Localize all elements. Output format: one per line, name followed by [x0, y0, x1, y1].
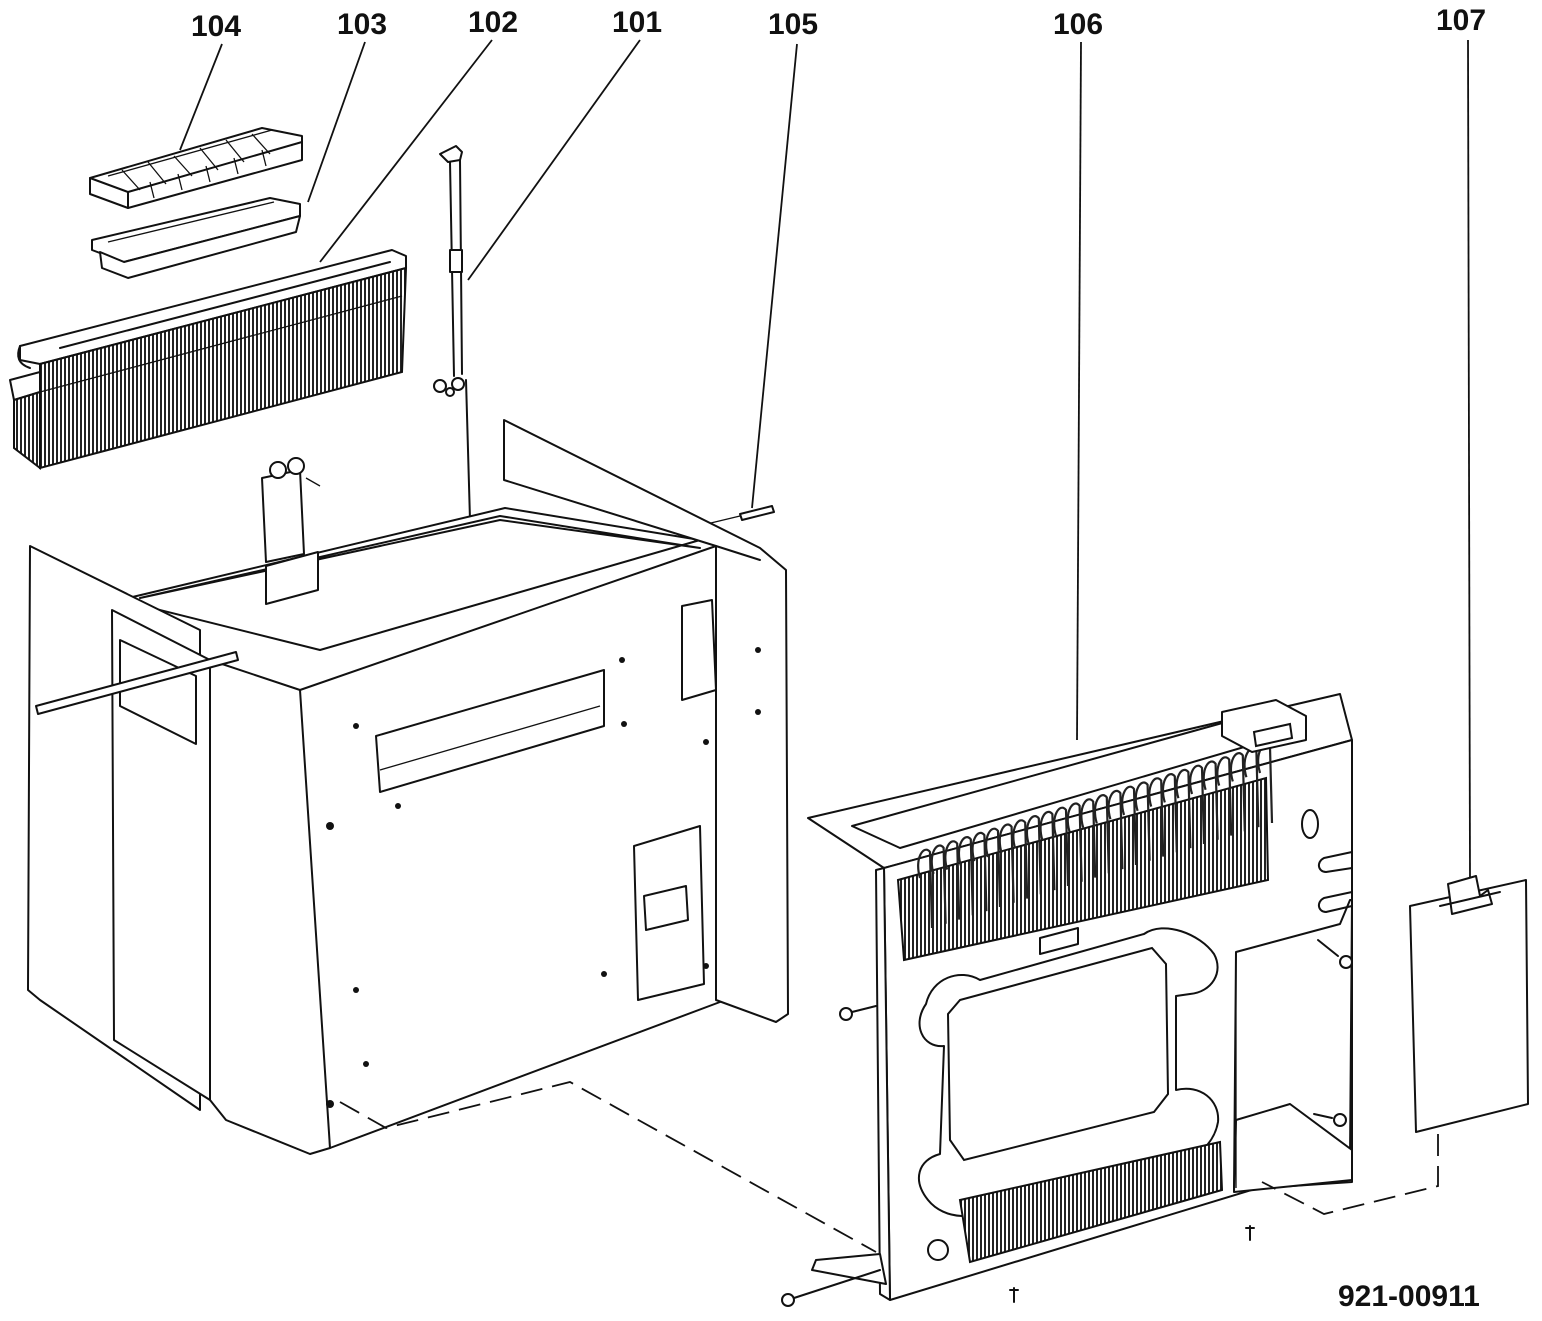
alignment-lines	[339, 1081, 1439, 1253]
leader-lines	[179, 39, 1471, 879]
condenser-fin	[1012, 819, 1029, 899]
ice-tray-104	[89, 127, 303, 209]
document-id: 921-00911	[1338, 1280, 1480, 1313]
condenser-fin	[944, 840, 961, 920]
leader-101	[467, 39, 641, 281]
condenser-fin	[1161, 773, 1178, 853]
condenser-fin	[917, 848, 934, 929]
condenser-fin	[1039, 810, 1056, 891]
callout-106: 106	[1053, 8, 1103, 41]
thermostat-101	[433, 145, 481, 541]
condenser-fin	[957, 836, 974, 916]
leader-106	[1076, 41, 1082, 741]
callout-101: 101	[612, 6, 662, 39]
condenser-fin	[1066, 802, 1083, 882]
condenser-fin	[1053, 806, 1070, 887]
condenser-fin	[1189, 764, 1206, 845]
condenser-fin	[930, 844, 947, 924]
condenser-fin	[1202, 760, 1219, 840]
callout-102: 102	[468, 6, 518, 39]
condenser-fin	[1080, 798, 1097, 878]
condenser-fin	[1107, 789, 1124, 870]
condenser-fin	[998, 823, 1015, 903]
condenser-fin	[1175, 768, 1192, 849]
cabinet-housing	[27, 419, 789, 1155]
cover-panel-107	[1409, 875, 1529, 1133]
callout-107: 107	[1436, 4, 1486, 37]
evaporator-102	[9, 249, 408, 471]
leader-104	[179, 43, 223, 151]
condenser-fin	[1134, 781, 1151, 861]
leader-105	[751, 43, 798, 509]
condenser-fin	[1229, 752, 1246, 832]
callout-103: 103	[337, 8, 387, 41]
leader-102	[319, 39, 493, 263]
condenser-fin	[1025, 815, 1042, 895]
drip-tray-103	[91, 197, 301, 279]
leader-107	[1467, 39, 1471, 879]
condenser-fin	[1148, 777, 1165, 857]
condenser-fin	[985, 827, 1002, 908]
callout-labels: 104 103 102 101 105 106 107 921-00911	[191, 4, 1486, 1313]
condenser-fin	[1121, 785, 1138, 866]
condenser-fin	[1216, 756, 1233, 836]
condenser-fin	[971, 831, 988, 912]
leader-103	[307, 41, 366, 203]
condenser-fin	[1093, 794, 1110, 874]
screws	[781, 939, 1353, 1307]
back-panel-106	[781, 693, 1353, 1307]
callout-104: 104	[191, 10, 241, 43]
callout-105: 105	[768, 8, 818, 41]
condenser-fins	[917, 743, 1274, 929]
